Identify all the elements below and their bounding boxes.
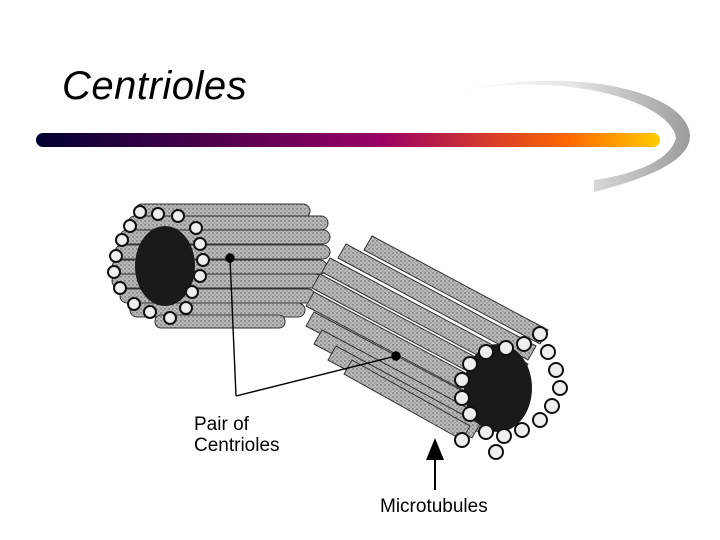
pair-label-line1: Pair of bbox=[194, 414, 249, 435]
centriole-right bbox=[305, 235, 568, 460]
title-swoosh bbox=[36, 80, 690, 192]
microtubules-arrow bbox=[426, 438, 444, 490]
pair-of-centrioles-label: Pair of Centrioles bbox=[194, 414, 280, 456]
pair-leader-lines bbox=[225, 253, 401, 397]
microtubules-label: Microtubules bbox=[380, 496, 488, 517]
gradient-bar bbox=[36, 133, 660, 147]
centriole-left bbox=[107, 203, 331, 329]
pair-label-line2: Centrioles bbox=[194, 435, 280, 456]
slide-title: Centrioles bbox=[62, 64, 248, 108]
